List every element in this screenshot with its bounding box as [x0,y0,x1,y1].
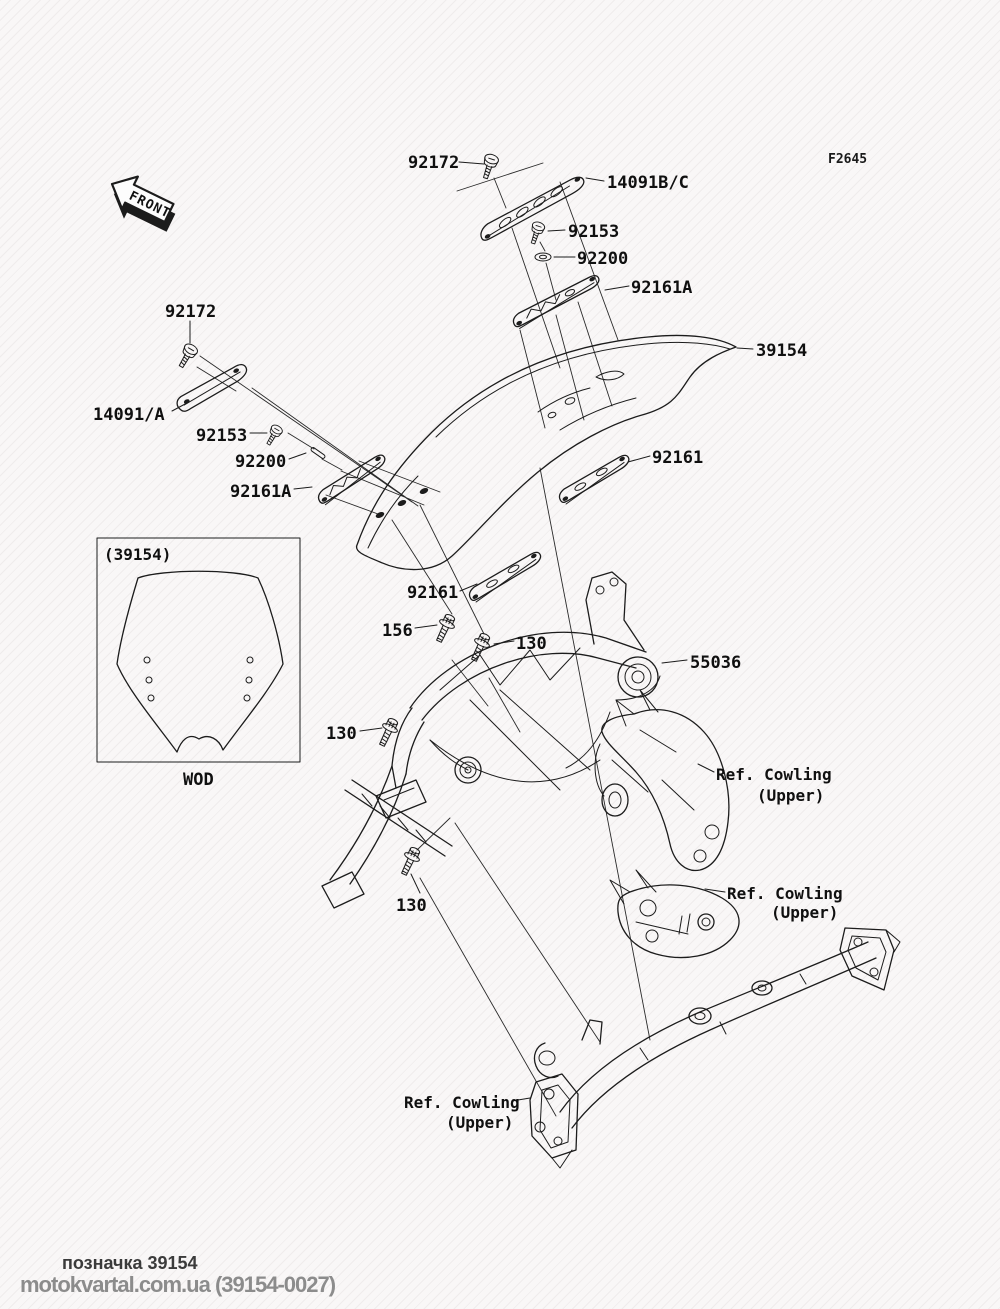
windshield-39154 [355,334,737,571]
washer-92200-top [534,252,552,262]
figure-code: F2645 [828,152,867,167]
bolt-130-bottom [396,844,424,879]
screw-92153-top [526,220,547,246]
damper-92161-lower [468,551,542,603]
inset-title: (39154) [104,545,171,564]
screw-92172-left [174,341,200,371]
label-ref-cowling-2: Ref. Cowling (Upper) [727,884,843,922]
label-92153-top: 92153 [568,222,619,242]
pin-92200-left [310,447,326,459]
label-14091bc: 14091B/C [607,173,689,193]
bolt-156 [431,611,459,646]
screw-92172-top [478,152,501,181]
label-39154: 39154 [756,341,807,361]
leader-lines [171,161,754,1102]
label-55036: 55036 [690,653,741,673]
inset-box: (39154) WOD [96,537,301,790]
ref-cowling-3-line2: (Upper) [446,1113,513,1132]
damper-92161a-top [512,275,600,329]
ref-cowling-3-line1: Ref. Cowling [404,1093,520,1112]
front-arrow: FRONT [110,175,176,232]
label-92161a-left: 92161A [230,482,291,502]
label-92200-left: 92200 [235,452,286,472]
label-92161-right: 92161 [652,448,703,468]
label-92172-left: 92172 [165,302,216,322]
inset-caption: WOD [183,770,214,790]
frame-rail [529,927,901,1169]
cowling-bracket-2 [609,869,740,959]
label-92153-left: 92153 [196,426,247,446]
label-14091a: 14091/A [93,405,165,425]
ref-cowling-1-line1: Ref. Cowling [716,765,832,784]
inset-windshield [116,570,284,753]
stay-55036 [321,571,661,909]
label-156: 156 [382,621,413,641]
garnish-14091bc [480,176,585,241]
bolt-130-left [374,715,402,750]
ref-cowling-2-line1: Ref. Cowling [727,884,843,903]
watermark-line1: позначка 39154 [62,1253,198,1273]
front-arrow-face [110,175,175,224]
damper-92161a-left [317,454,386,506]
label-130-bottom: 130 [396,896,427,916]
construction-lines [196,162,651,1117]
label-92161-lower: 92161 [407,583,458,603]
label-92200-top: 92200 [577,249,628,269]
label-ref-cowling-1: Ref. Cowling (Upper) [716,765,832,805]
label-ref-cowling-3: Ref. Cowling (Upper) [404,1093,520,1132]
garnish-14091a [176,363,248,412]
label-92161a-top: 92161A [631,278,692,298]
ref-cowling-1-line2: (Upper) [757,786,824,805]
watermark-line2: motokvartal.com.ua (39154-0027) [20,1272,336,1297]
label-130-left: 130 [326,724,357,744]
screw-92153-left [262,422,285,448]
label-92172-top: 92172 [408,153,459,173]
cowling-bracket-1 [594,689,730,872]
damper-92161-right [558,454,630,505]
ref-cowling-2-line2: (Upper) [771,903,838,922]
label-130-top: 130 [516,634,547,654]
